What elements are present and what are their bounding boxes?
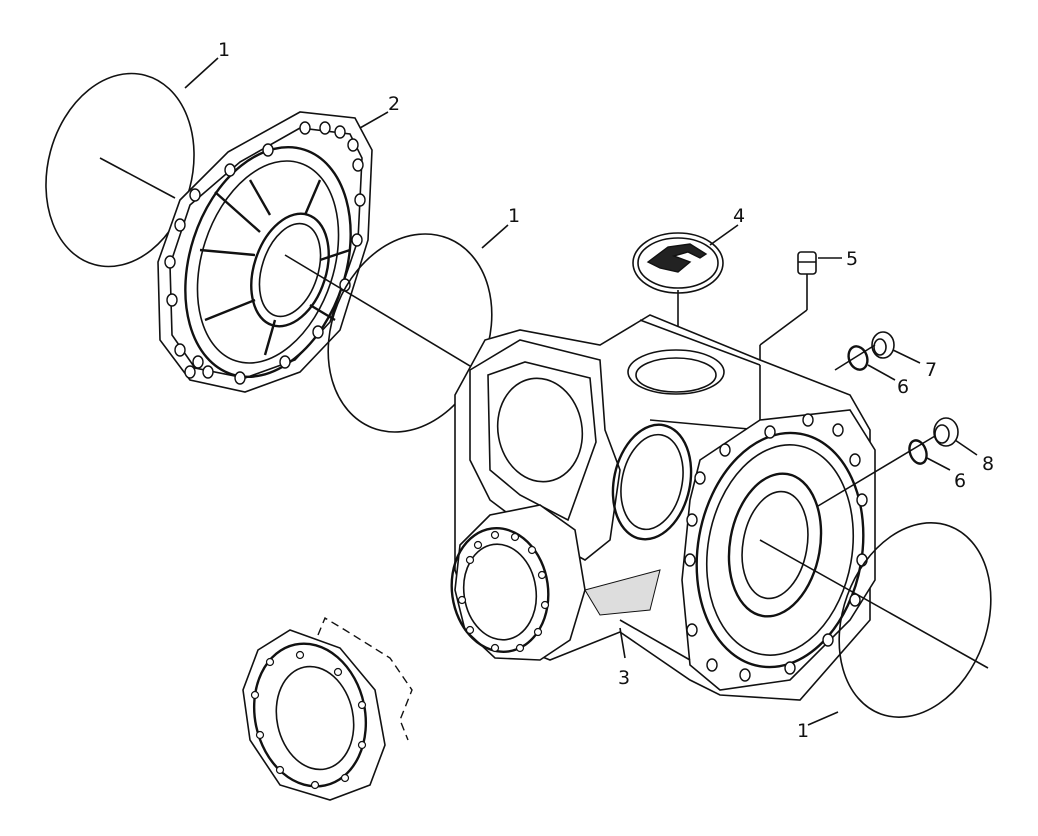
callout-oring-top-left: 1 xyxy=(218,39,230,61)
callout-cap: 4 xyxy=(733,205,745,227)
callout-oring-middle: 1 xyxy=(508,205,520,227)
callout-seal-upper: 6 xyxy=(897,376,909,398)
callout-cover: 2 xyxy=(388,93,400,115)
housing-part xyxy=(450,314,876,701)
callout-breather: 5 xyxy=(846,248,858,270)
loose-flange-part xyxy=(242,616,413,801)
callout-plug-lower: 8 xyxy=(982,453,994,475)
callout-housing: 3 xyxy=(618,667,630,689)
leader-lines xyxy=(184,57,978,726)
oring-top-left xyxy=(45,72,195,268)
callout-oring-bottom-right: 1 xyxy=(797,720,809,742)
plug-upper-part xyxy=(834,331,895,371)
callout-seal-lower: 6 xyxy=(954,470,966,492)
plug-lower-part xyxy=(817,417,959,507)
cap-part xyxy=(632,232,724,372)
seal-upper-part xyxy=(847,345,869,371)
callout-labels: 1 2 1 4 5 6 7 6 8 3 1 xyxy=(218,39,994,742)
oring-bottom-right xyxy=(759,522,992,718)
seal-lower-part xyxy=(908,439,928,465)
callout-plug-upper: 7 xyxy=(925,359,937,381)
cover-part xyxy=(157,111,373,393)
